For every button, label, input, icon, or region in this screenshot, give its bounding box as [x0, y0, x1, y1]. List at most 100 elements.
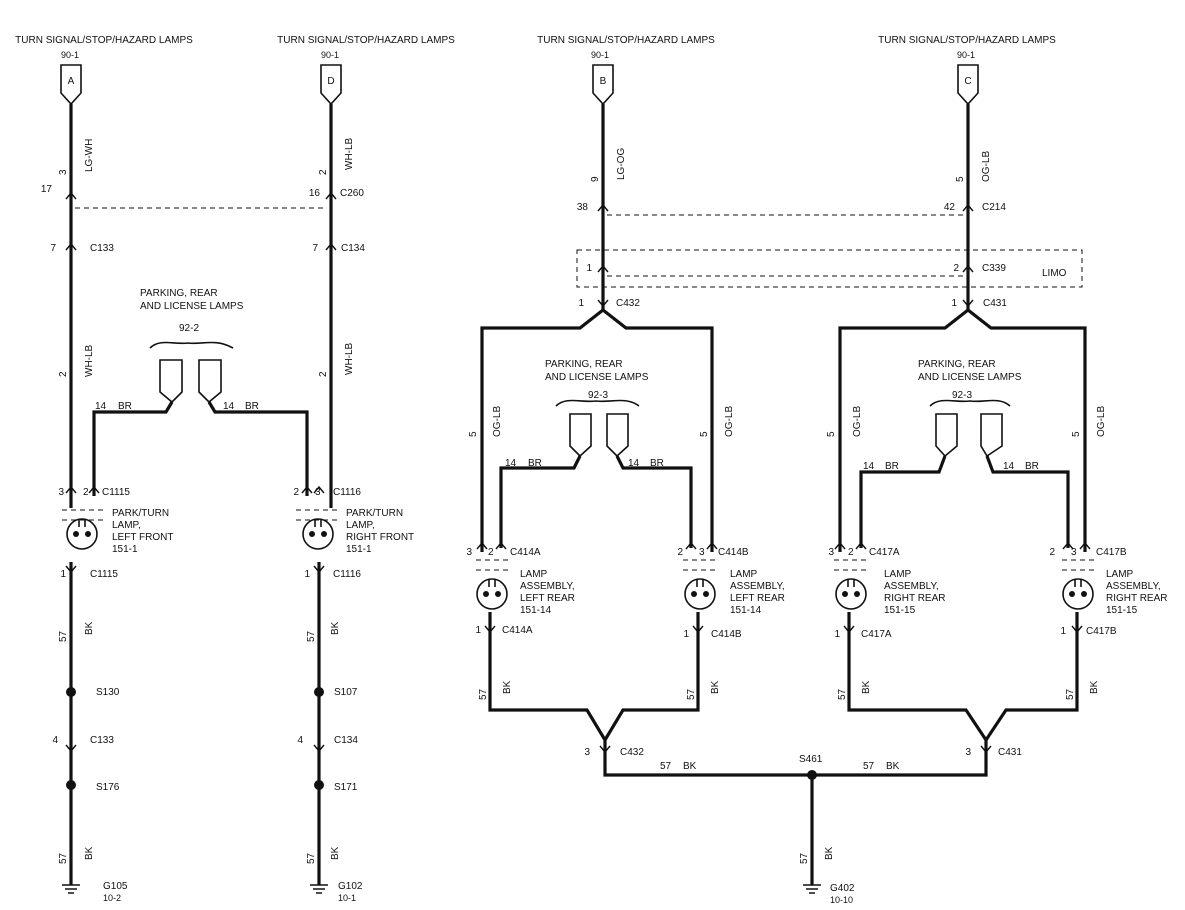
conn-label: C1116	[333, 487, 361, 498]
flag-b-label: B	[600, 76, 607, 87]
connector-arrows	[65, 191, 1091, 754]
parking-ref: 92-3	[588, 390, 608, 401]
ground-label: G102	[338, 881, 363, 892]
lamp-name: LAMP,	[346, 520, 375, 531]
wire-color: BK	[84, 621, 95, 635]
pin: 1	[578, 298, 584, 309]
labels-right-front: 2 WH-LB 16 C260 7 C134 2 WH-LB 14 BR 2 3…	[223, 137, 414, 903]
conn-label: C432	[616, 298, 640, 309]
wire-color: BK	[502, 680, 513, 694]
connector-flag-icon: A	[60, 64, 82, 106]
lamp-name: RIGHT FRONT	[346, 532, 414, 543]
connector-flag-icon: C	[957, 64, 979, 106]
lamp-name: ASSEMBLY,	[1106, 581, 1161, 592]
conn-label: C417A	[861, 629, 892, 640]
lamp-bulb-icon	[834, 559, 870, 610]
lamp-name: LEFT FRONT	[112, 532, 173, 543]
pin: 4	[52, 735, 58, 746]
wire-color: BK	[683, 761, 697, 772]
connector-flags: A D B C	[60, 64, 979, 106]
pin: 1	[60, 569, 66, 580]
parking-line-2: AND LICENSE LAMPS	[140, 301, 244, 312]
conn-label: C1115	[102, 487, 130, 498]
conn-label: C260	[340, 188, 364, 199]
conn-label: C414B	[718, 547, 749, 558]
wire-num: 14	[505, 458, 517, 469]
conn-label: C417B	[1086, 626, 1117, 637]
pin: 2	[953, 263, 959, 274]
title-b: TURN SIGNAL/STOP/HAZARD LAMPS	[537, 35, 715, 46]
wire-color: LG-WH	[84, 139, 95, 172]
ground-ref: 10-2	[103, 893, 121, 903]
connector-arrow-icon	[1062, 541, 1074, 550]
lamp-name: LAMP	[730, 569, 758, 580]
conn-label: C432	[620, 747, 644, 758]
connector-arrow-icon	[301, 485, 313, 494]
flag-c-label: C	[964, 76, 971, 87]
connector-arrow-icon	[313, 485, 325, 494]
pin: 1	[951, 298, 957, 309]
wire-num: 2	[58, 371, 69, 377]
splice-dot-icon	[314, 780, 324, 790]
pin: 17	[41, 184, 53, 195]
wire-color: BK	[824, 846, 835, 860]
labels-center-ground: S461 57 BK G402 10-10	[799, 754, 855, 905]
connector-arrow-icon	[65, 744, 77, 753]
conn-label: C431	[983, 298, 1007, 309]
pin: 1	[683, 629, 689, 640]
parking-ref: 92-3	[952, 390, 972, 401]
lamp-name: LEFT REAR	[730, 593, 785, 604]
connector-arrow-icon	[476, 541, 488, 550]
lamp-name: RIGHT REAR	[1106, 593, 1168, 604]
pin: 3	[965, 747, 971, 758]
pin: 7	[312, 243, 318, 254]
ground-icon	[803, 884, 821, 894]
lamp-ref: 151-1	[112, 544, 138, 555]
connector-flag-icon: D	[320, 64, 342, 106]
connector-arrow-icon	[65, 565, 77, 574]
connector-arrow-icon	[1071, 625, 1083, 634]
wire-num: 14	[628, 458, 640, 469]
parking-lamp-symbols	[149, 341, 1011, 458]
wire-color: OG-LB	[1096, 406, 1107, 437]
wire-num: 5	[955, 176, 966, 182]
wire-num: 57	[58, 630, 69, 642]
ground-ref: 10-1	[338, 893, 356, 903]
wire-num: 57	[58, 852, 69, 864]
lamp-name: PARK/TURN	[112, 508, 169, 519]
connector-arrow-icon	[325, 242, 337, 251]
wire-color: OG-LB	[981, 151, 992, 182]
connector-arrow-icon	[962, 299, 974, 308]
limo-box	[576, 249, 1083, 288]
wire-num: 57	[306, 630, 317, 642]
lamp-name: LAMP	[884, 569, 912, 580]
lamp-name: ASSEMBLY,	[520, 581, 575, 592]
connector-arrow-icon	[597, 299, 609, 308]
lamp-ref: 151-15	[1106, 605, 1138, 616]
pin: 1	[304, 569, 310, 580]
ref-a: 90-1	[61, 50, 79, 60]
pin: 3	[315, 487, 321, 498]
wire-num: 2	[318, 371, 329, 377]
connector-arrow-icon	[855, 541, 867, 550]
lamp-bulb-icon	[296, 509, 340, 550]
lamp-ref: 151-14	[730, 605, 762, 616]
wire-num: 57	[837, 688, 848, 700]
lamp-ref: 151-14	[520, 605, 552, 616]
connector-arrow-icon	[65, 242, 77, 251]
pin: 7	[50, 243, 56, 254]
connector-arrow-icon	[88, 485, 100, 494]
pin: 1	[834, 629, 840, 640]
connector-arrow-icon	[980, 745, 992, 754]
pin: 1	[586, 263, 592, 274]
ground-label: G105	[103, 881, 128, 892]
flag-a-label: A	[68, 76, 75, 87]
parking-line-2: AND LICENSE LAMPS	[918, 372, 1022, 383]
splice-dots	[66, 687, 817, 790]
pin: 3	[699, 547, 705, 558]
wire-num: 57	[660, 761, 672, 772]
ground-ref: 10-10	[830, 895, 853, 905]
splice-label: S461	[799, 754, 823, 765]
wire-color: OG-LB	[724, 406, 735, 437]
wire-num: 2	[318, 169, 329, 175]
